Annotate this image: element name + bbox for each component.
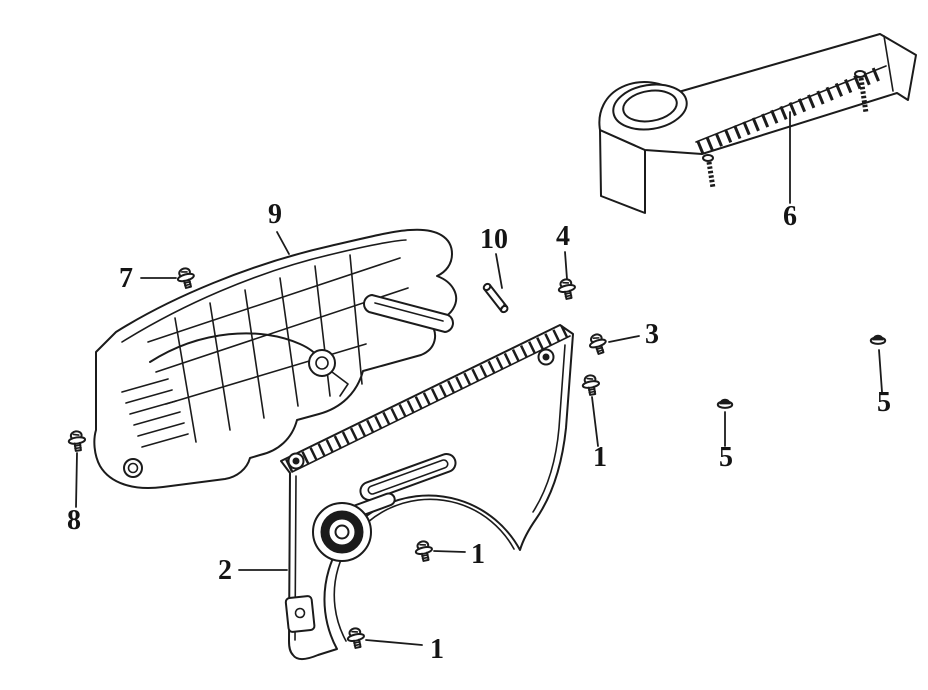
cover-hub-washer [312, 502, 372, 562]
pin-icon-10 [481, 281, 510, 315]
callout-label-2: 2 [218, 555, 232, 586]
nut-icon-5b [869, 333, 887, 345]
shroud-stud-left [702, 154, 716, 189]
strip-hole-right [537, 348, 555, 366]
callout-label-3: 3 [645, 319, 659, 350]
callout-label-1a: 1 [593, 442, 607, 473]
cover-foot-plate [284, 595, 316, 633]
cover-handle-slot [363, 294, 454, 333]
bolt-icon-3 [586, 331, 610, 357]
bolt-icon-1c [344, 625, 368, 651]
callout-label-7: 7 [119, 263, 133, 294]
cover-slot-large [359, 452, 457, 502]
bolt-icon-1a [580, 373, 602, 397]
bolt-icon-8 [66, 429, 88, 453]
part-2-lower-cover [280, 324, 574, 661]
strip-hole-left [287, 452, 305, 470]
callout-label-10: 10 [480, 224, 508, 255]
callout-label-5b: 5 [877, 387, 891, 418]
callout-label-9: 9 [268, 199, 282, 230]
bolt-icon-1b [412, 538, 436, 564]
cover-grid-ribs [147, 254, 409, 443]
cover-boss [308, 349, 349, 397]
part-9-side-cover [93, 228, 458, 489]
part-6-top-shroud [598, 33, 917, 214]
bolt-icon-4 [555, 276, 579, 302]
callout-label-8: 8 [67, 505, 81, 536]
callout-label-6: 6 [783, 201, 797, 232]
callout-label-4: 4 [556, 221, 570, 252]
callout-label-5a: 5 [719, 442, 733, 473]
leader-lines [75, 111, 883, 646]
callout-label-1b: 1 [471, 539, 485, 570]
cover-vent-slats [121, 378, 189, 448]
bolt-icon-7 [174, 265, 198, 291]
callout-label-1c: 1 [430, 634, 444, 665]
shroud-stud-right [854, 70, 869, 114]
cover-grommet [123, 458, 143, 478]
nut-icon-5a [716, 397, 734, 409]
